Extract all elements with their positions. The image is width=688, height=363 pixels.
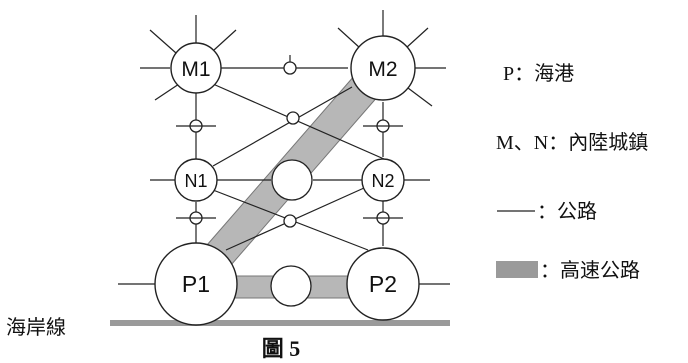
node-n2-label: N2 xyxy=(371,171,394,191)
node-m1-label: M1 xyxy=(181,58,210,81)
node-p2: P2 xyxy=(346,247,420,321)
node-m2: M2 xyxy=(350,35,416,101)
legend-road: ：公路 xyxy=(537,200,597,223)
node-n2: N2 xyxy=(361,158,405,202)
legend-highway-swatch xyxy=(496,261,538,278)
legend-highway: ：高速公路 xyxy=(540,259,640,282)
legend-inland: M、N：內陸城鎮 xyxy=(496,131,648,154)
node-p1-label: P1 xyxy=(182,271,210,297)
legend-port: P：海港 xyxy=(503,62,574,85)
m1-spokes xyxy=(140,15,237,101)
node-p2-label: P2 xyxy=(369,271,397,297)
m2-spokes xyxy=(337,10,446,107)
center-junction xyxy=(271,159,313,201)
node-m1: M1 xyxy=(170,42,222,94)
figure-caption: 圖 5 xyxy=(262,336,301,361)
node-n1: N1 xyxy=(174,158,218,202)
junction-ticks xyxy=(176,55,403,219)
coastline-label: 海岸線 xyxy=(6,316,66,339)
node-m2-label: M2 xyxy=(368,58,397,81)
other-spokes xyxy=(118,179,450,285)
node-p1: P1 xyxy=(154,242,238,326)
legend: P：海港 M、N：內陸城鎮 ：公路 ：高速公路 xyxy=(496,62,648,282)
node-n1-label: N1 xyxy=(184,171,207,191)
coastal-junction xyxy=(270,265,312,307)
junctions xyxy=(189,61,390,228)
